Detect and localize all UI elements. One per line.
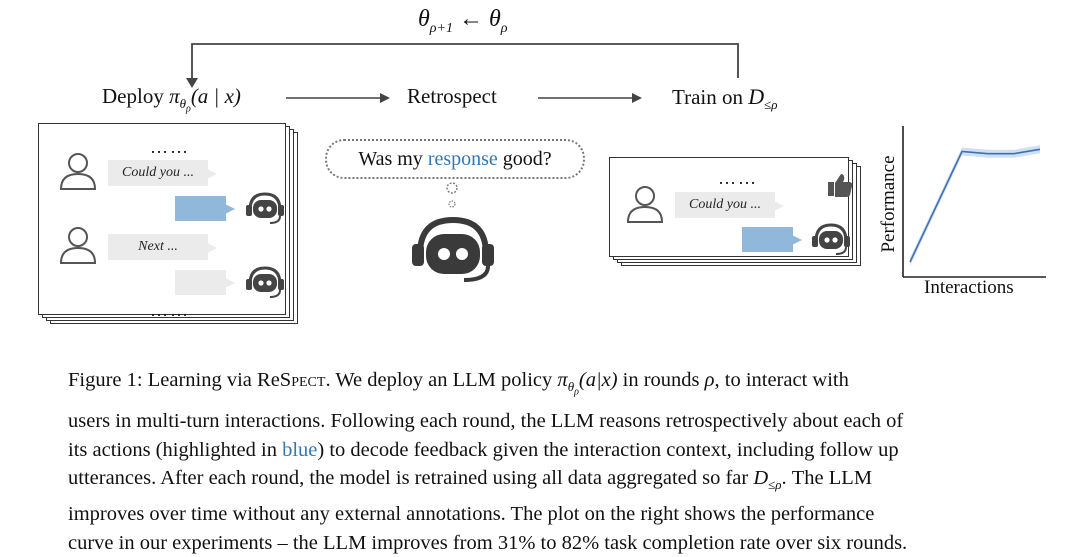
arrow-deploy-to-retrospect bbox=[284, 88, 394, 108]
highlighted-response-bubble bbox=[742, 227, 793, 252]
caption-line: curve in our experiments – the LLM impro… bbox=[68, 529, 1068, 557]
response-bubble bbox=[175, 270, 226, 295]
stage-retrospect-label: Retrospect bbox=[407, 84, 497, 109]
update-arrow bbox=[180, 40, 760, 90]
performance-chart bbox=[900, 120, 1050, 282]
highlighted-response-bubble bbox=[175, 196, 226, 221]
arrow-retrospect-to-train bbox=[536, 88, 646, 108]
user-bubble: Could you ... bbox=[675, 192, 775, 218]
robot-icon bbox=[408, 214, 498, 284]
parameter-update-label: θρ+1 ← θρ bbox=[418, 6, 508, 37]
user-icon bbox=[58, 150, 98, 192]
figure-caption: Figure 1: Learning via ReSpect. We deplo… bbox=[68, 366, 1068, 557]
ellipsis: …… bbox=[718, 168, 758, 189]
caption-line: improves over time without any external … bbox=[68, 500, 1068, 529]
confidence-band bbox=[910, 145, 1040, 266]
thought-trail bbox=[440, 178, 464, 214]
caption-line: Figure 1: Learning via ReSpect. We deplo… bbox=[68, 366, 1068, 407]
response-highlight: response bbox=[428, 148, 498, 170]
thumbs-up-icon bbox=[826, 171, 854, 199]
ellipsis-bottom: …… bbox=[150, 300, 190, 321]
series-line bbox=[910, 149, 1040, 262]
stage-train-label: Train on D≤ρ bbox=[672, 84, 778, 113]
thought-bubble: Was my response good? bbox=[325, 139, 585, 179]
user-icon bbox=[58, 224, 98, 266]
x-axis-label: Interactions bbox=[924, 277, 1014, 299]
caption-line: users in multi-turn interactions. Follow… bbox=[68, 407, 1068, 436]
user-bubble: Next ... bbox=[108, 234, 208, 260]
robot-icon bbox=[244, 190, 286, 226]
user-bubble: Could you ... bbox=[108, 160, 208, 186]
y-axis-label: Performance bbox=[878, 154, 900, 254]
caption-line: its actions (highlighted in blue) to dec… bbox=[68, 436, 1068, 465]
stage-deploy-label: Deploy πθρ(a | x) bbox=[102, 84, 241, 115]
robot-icon bbox=[244, 264, 286, 300]
caption-line: utterances. After each round, the model … bbox=[68, 464, 1068, 500]
robot-icon bbox=[810, 221, 852, 257]
ellipsis-top: …… bbox=[150, 137, 190, 158]
user-icon bbox=[625, 183, 665, 225]
